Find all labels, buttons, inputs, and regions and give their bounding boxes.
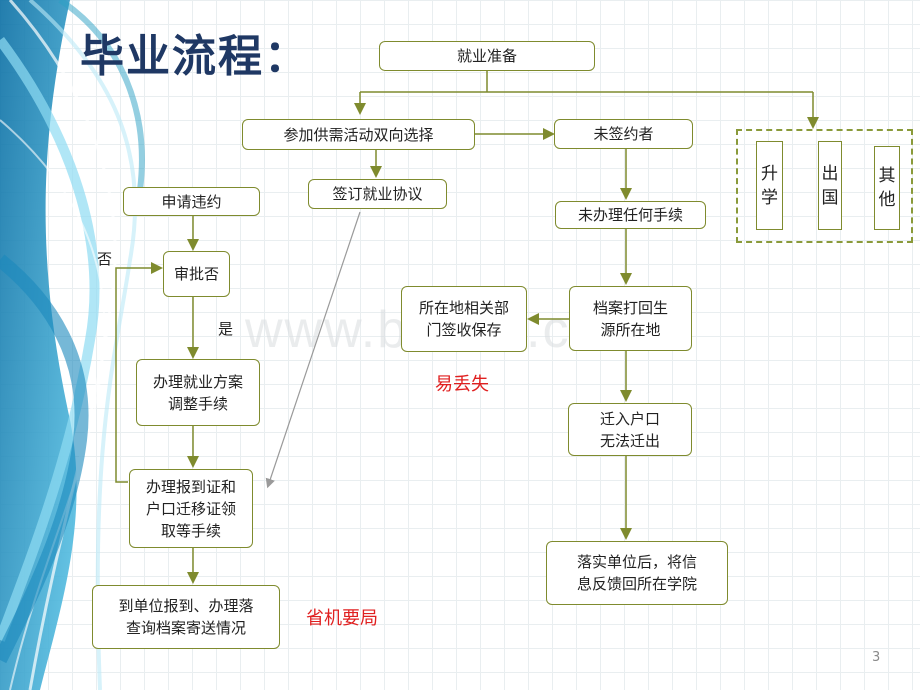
node-job-preparation: 就业准备: [379, 41, 595, 71]
node-sign-agreement: 签订就业协议: [308, 179, 447, 209]
node-other: 其 他: [874, 146, 900, 230]
node-unsigned: 未签约者: [554, 119, 693, 149]
node-apply-breach: 申请违约: [123, 187, 260, 216]
label-no: 否: [97, 250, 113, 268]
node-report-to-unit: 到单位报到、办理落 查询档案寄送情况: [92, 585, 280, 649]
node-archive-return: 档案打回生 源所在地: [569, 286, 692, 351]
node-hukou-move: 迁入户口 无法迁出: [568, 403, 692, 456]
node-adjust-plan: 办理就业方案 调整手续: [136, 359, 260, 426]
node-further-study: 升 学: [756, 141, 783, 230]
page-number: 3: [872, 650, 881, 665]
label-yes: 是: [218, 320, 234, 338]
note-save-trouble: 省机要局: [306, 608, 378, 629]
note-easy-lost: 易丢失: [435, 374, 489, 395]
node-local-department: 所在地相关部 门签收保存: [401, 286, 527, 352]
node-go-abroad: 出 国: [818, 141, 842, 230]
node-register-certificate: 办理报到证和 户口迁移证领 取等手续: [129, 469, 253, 548]
others-group: [736, 129, 913, 243]
node-feedback: 落实单位后，将信 息反馈回所在学院: [546, 541, 728, 605]
node-no-procedure: 未办理任何手续: [555, 201, 706, 229]
node-two-way-selection: 参加供需活动双向选择: [242, 119, 475, 150]
slide-title: 毕业流程：: [80, 31, 310, 82]
node-approval: 审批否: [163, 251, 230, 297]
